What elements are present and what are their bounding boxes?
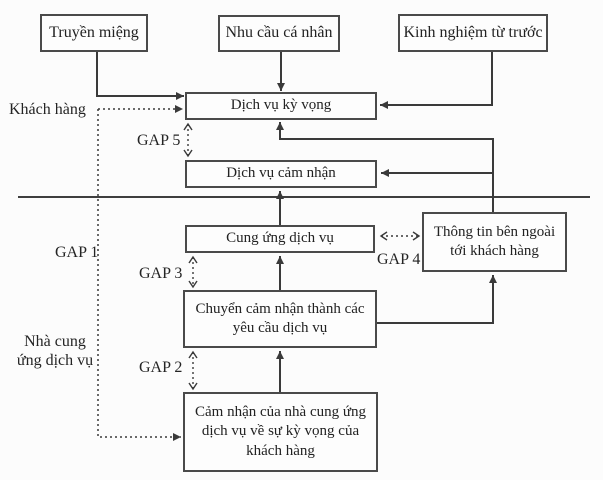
box-dich-vu-cam-nhan: Dịch vụ cảm nhận — [185, 160, 377, 188]
arrow-chuyen-to-thong-tin — [377, 275, 497, 324]
arrow-thong-tin-to-ky-vong — [276, 122, 494, 212]
box-cung-ung-dich-vu: Cung ứng dịch vụ — [185, 225, 375, 253]
box-dich-vu-ky-vong: Dịch vụ kỳ vọng — [185, 92, 377, 120]
box-kinh-nghiem-tu-truoc: Kinh nghiệm từ trước — [398, 14, 548, 52]
box-truyen-mieng: Truyền miệng — [40, 14, 148, 52]
box-chuyen-cam-nhan: Chuyển cảm nhận thành các yêu cầu dịch v… — [183, 290, 377, 348]
label-gap2: GAP 2 — [139, 359, 183, 376]
box-thong-tin-ben-ngoai: Thông tin bên ngoài tới khách hàng — [422, 212, 567, 272]
label-nha-cung-ung-dich-vu: Nhà cung ứng dịch vụ — [16, 333, 94, 370]
label-gap4: GAP 4 — [377, 251, 421, 268]
label-gap5: GAP 5 — [137, 132, 181, 149]
box-nhu-cau-ca-nhan: Nhu cầu cá nhân — [218, 15, 340, 52]
label-gap1: GAP 1 — [55, 244, 99, 261]
label-gap3: GAP 3 — [139, 265, 183, 282]
label-khach-hang: Khách hàng — [9, 101, 86, 118]
box-cam-nhan-nha-cung-ung: Cảm nhận của nhà cung ứng dịch vụ về sự … — [183, 392, 378, 472]
arrow-kinh-nghiem-to-ky-vong — [380, 52, 493, 109]
arrow-truyen-mieng-to-ky-vong — [96, 52, 184, 100]
